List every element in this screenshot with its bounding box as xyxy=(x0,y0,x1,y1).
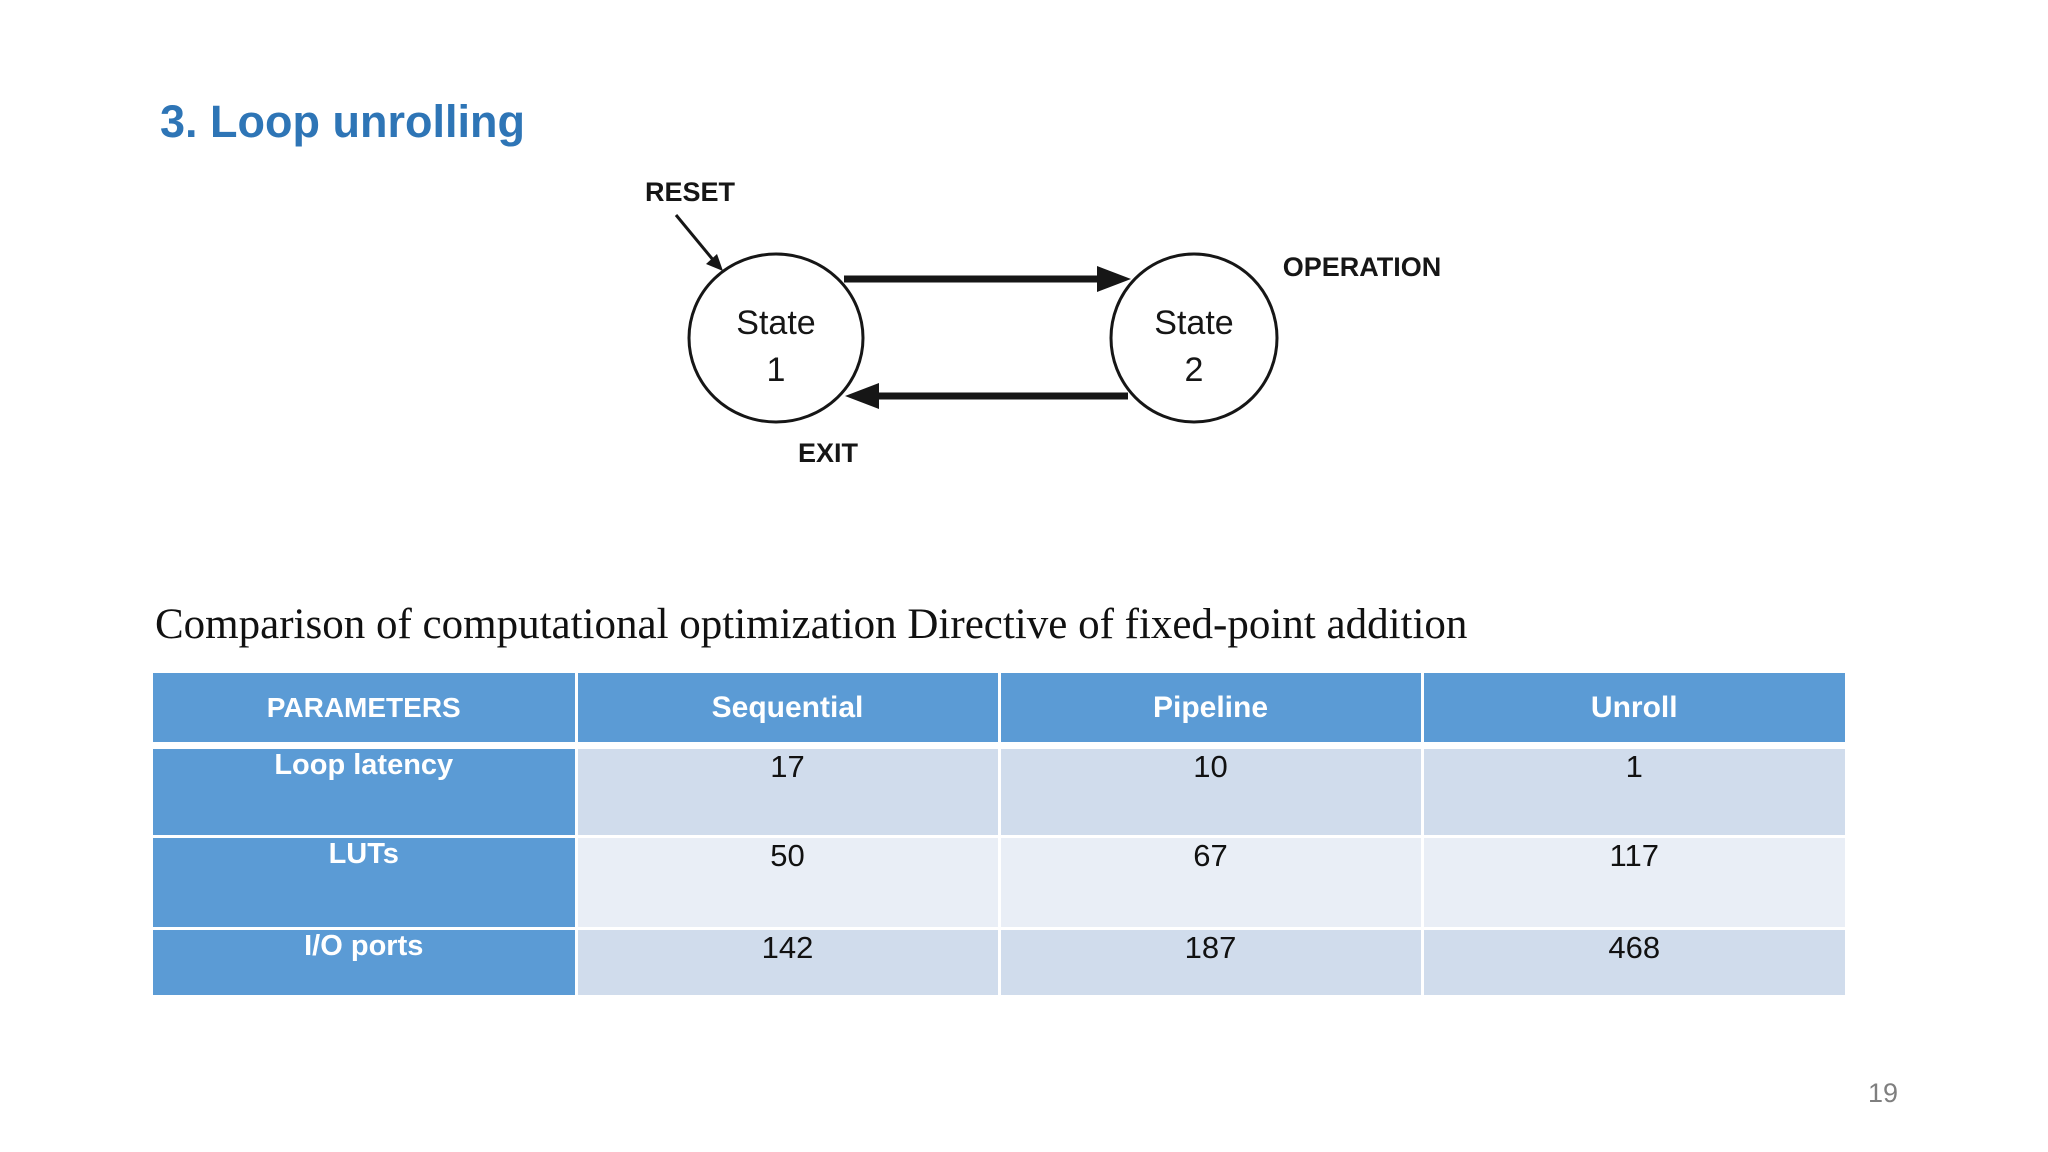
cell-value: 17 xyxy=(576,745,1001,838)
cell-value: 67 xyxy=(999,836,1424,930)
table-caption: Comparison of computational optimization… xyxy=(155,601,1468,648)
state2-label-line1: State xyxy=(1154,304,1233,342)
state-diagram: RESET OPERATION EXIT State 1 State 2 xyxy=(645,177,1442,468)
exit-label: EXIT xyxy=(798,438,859,468)
cell-value: 117 xyxy=(1422,836,1845,930)
table-row-luts: LUTs 50 67 117 xyxy=(153,836,1845,930)
exit-arrowhead xyxy=(845,383,879,409)
page-title: 3. Loop unrolling xyxy=(160,96,525,147)
cell-value: 50 xyxy=(576,836,1001,930)
operation-arrowhead xyxy=(1097,266,1131,292)
table-header-row: PARAMETERS Sequential Pipeline Unroll xyxy=(153,673,1845,749)
cell-value: 187 xyxy=(999,928,1424,995)
state2-circle xyxy=(1109,252,1279,424)
page-number: 19 xyxy=(1868,1078,1899,1108)
column-header-pipeline: Pipeline xyxy=(999,673,1424,749)
column-header-sequential: Sequential xyxy=(576,673,1001,749)
cell-value: 1 xyxy=(1422,745,1845,838)
cell-value: 468 xyxy=(1422,928,1845,995)
operation-label: OPERATION xyxy=(1283,252,1442,282)
reset-arrow-line xyxy=(674,214,716,262)
state1-circle xyxy=(687,252,865,424)
row-label: LUTs xyxy=(153,836,578,930)
column-header-parameters: PARAMETERS xyxy=(153,673,578,749)
state2-label-line2: 2 xyxy=(1185,351,1204,389)
reset-label: RESET xyxy=(645,177,736,207)
comparison-table: PARAMETERS Sequential Pipeline Unroll Lo… xyxy=(153,673,1845,995)
cell-value: 10 xyxy=(999,745,1424,838)
row-label: I/O ports xyxy=(153,928,578,995)
reset-arrowhead xyxy=(706,254,723,271)
row-label: Loop latency xyxy=(153,745,578,838)
table-row-loop-latency: Loop latency 17 10 1 xyxy=(153,745,1845,838)
state1-label-line1: State xyxy=(736,304,815,342)
cell-value: 142 xyxy=(576,928,1001,995)
table-row-io-ports: I/O ports 142 187 468 xyxy=(153,928,1845,995)
state1-label-line2: 1 xyxy=(767,351,786,389)
column-header-unroll: Unroll xyxy=(1422,673,1845,749)
